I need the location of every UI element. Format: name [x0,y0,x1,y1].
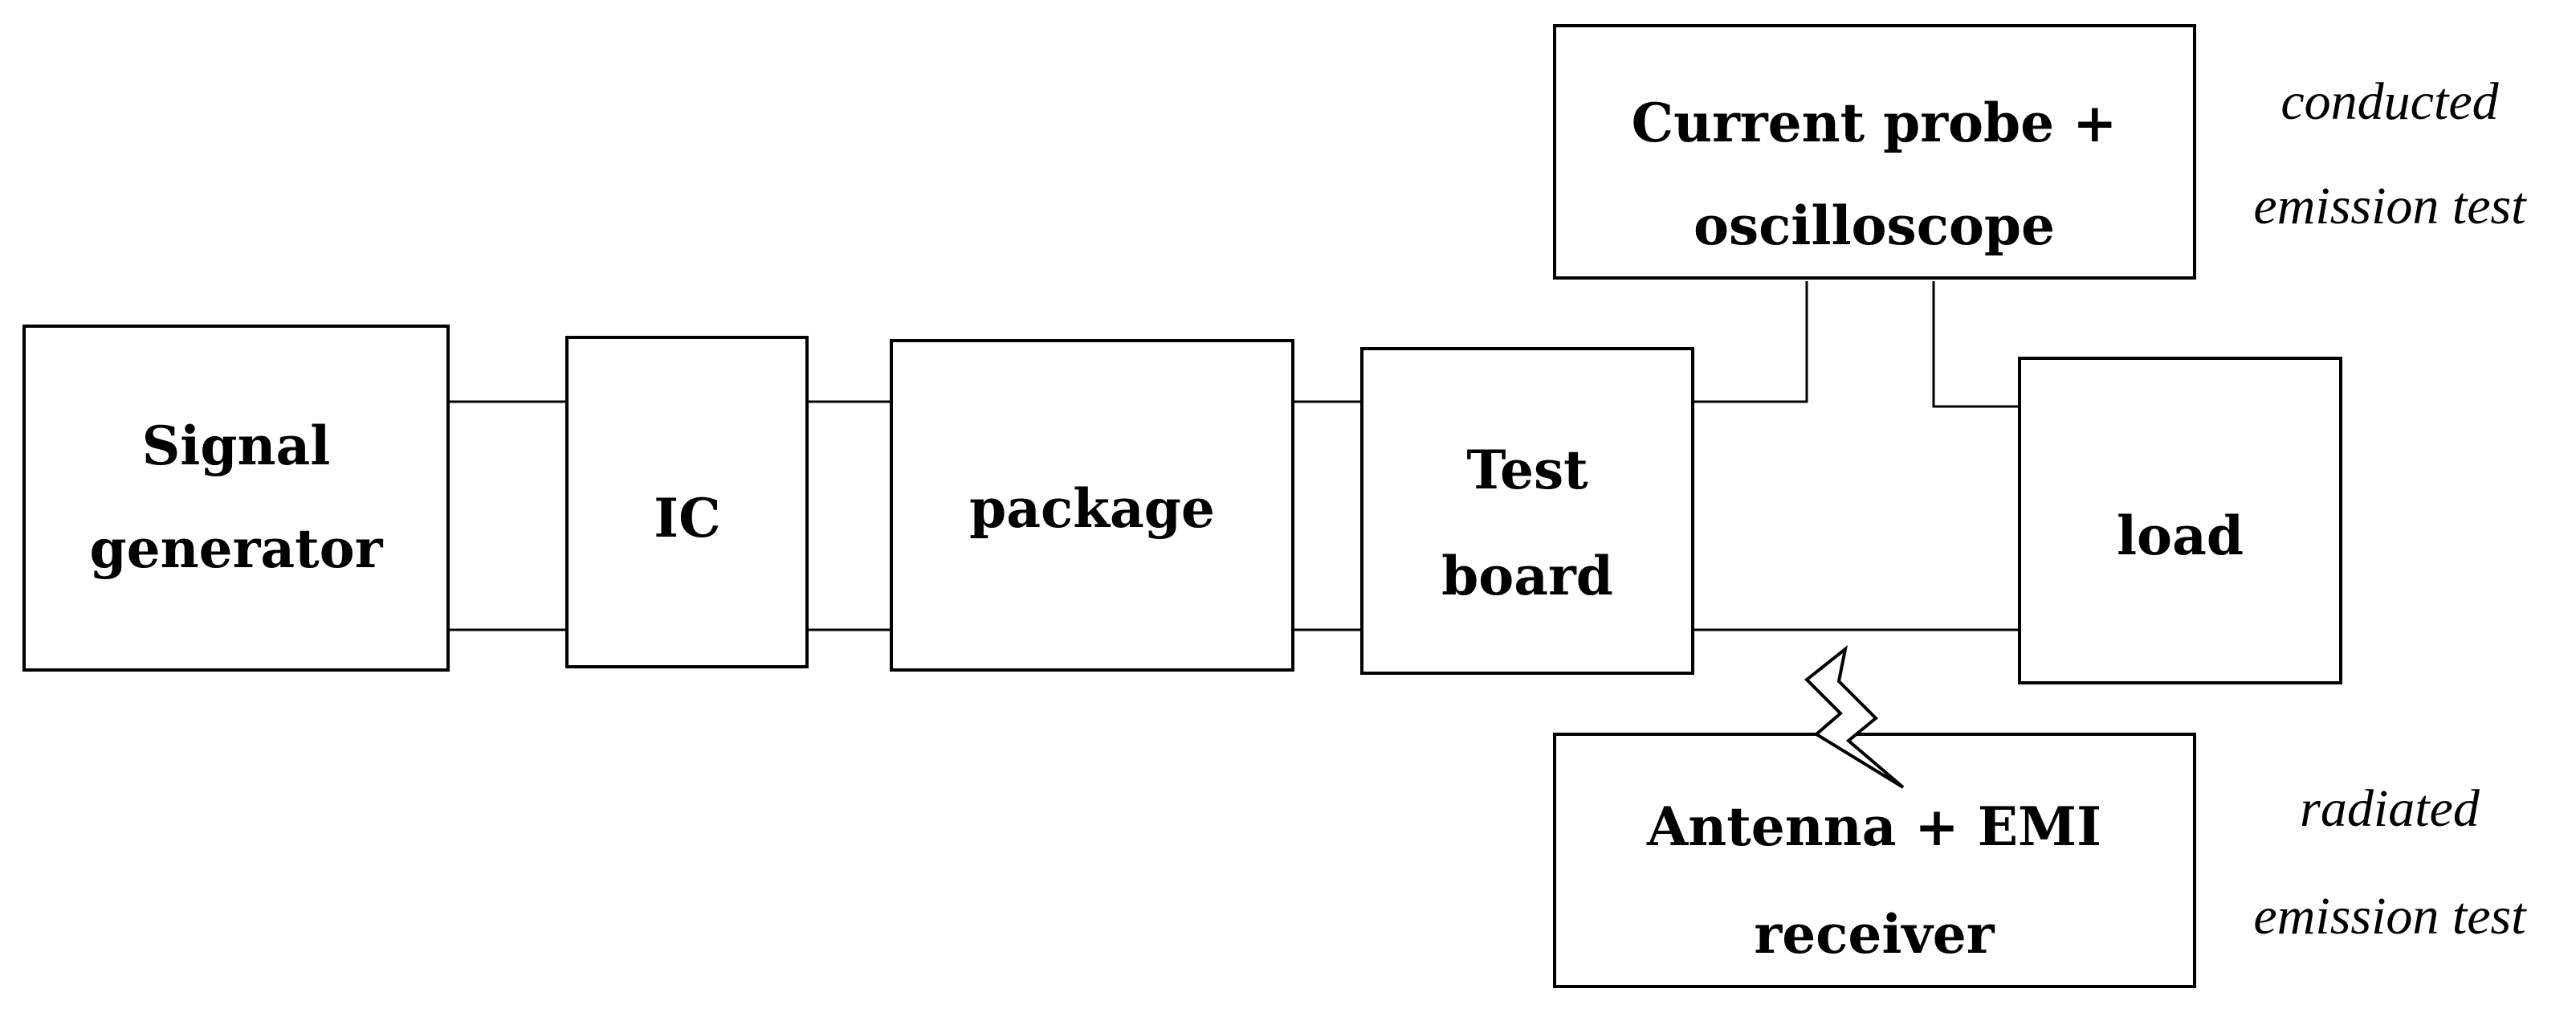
signal-generator-label-line2: generator [90,517,384,580]
ic-block: IC [565,336,809,668]
ic-label: IC [654,487,720,549]
signal-generator-block: Signal generator [22,325,450,672]
conducted-note-line1: conducted [2280,72,2499,131]
conducted-emission-note: conducted emission test [2253,72,2527,235]
wire-probe-load [1932,281,2020,408]
wire-board-probe [1693,281,1808,403]
radiated-emission-note: radiated emission test [2253,779,2527,946]
antenna-label-line1: Antenna + EMI [1646,795,2101,858]
test-board-label-line2: board [1441,545,1613,607]
conducted-note-line2: emission test [2253,177,2527,235]
load-block: load [2018,357,2342,684]
current-probe-block: Current probe + oscilloscope [1553,24,2196,280]
test-board-block: Test board [1360,347,1694,675]
load-label: load [2117,504,2244,567]
package-block: package [890,339,1294,672]
radiated-note-line2: emission test [2253,887,2527,946]
package-label: package [969,477,1215,540]
current-probe-label-line1: Current probe + [1632,92,2117,154]
antenna-block: Antenna + EMI receiver [1553,733,2196,988]
antenna-label-line2: receiver [1754,903,1995,966]
test-board-label-line1: Test [1466,439,1588,501]
radiation-bolt-icon [1804,645,1905,789]
radiated-note-line1: radiated [2300,779,2480,838]
signal-generator-label-line1: Signal [142,415,331,477]
connections [448,281,2020,631]
current-probe-label-line2: oscilloscope [1694,194,2055,257]
